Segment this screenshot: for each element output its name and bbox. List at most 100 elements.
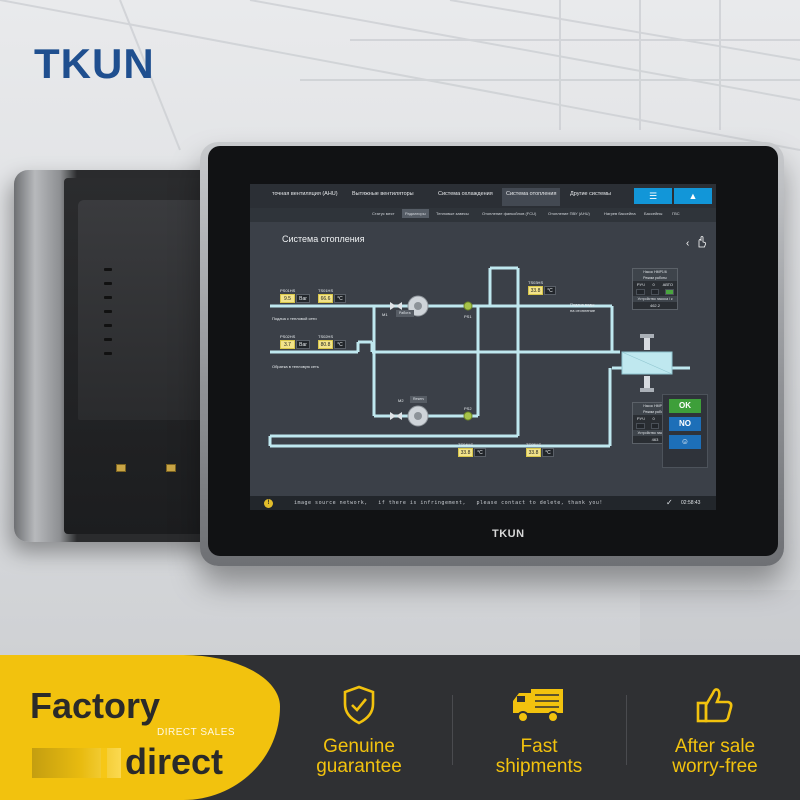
pressure-switch-ps2 — [463, 411, 473, 421]
factory-heading: Factory — [30, 685, 161, 726]
warning-icon[interactable]: ! — [264, 499, 273, 508]
pump-speed-value[interactable]: 462.2 — [649, 303, 660, 308]
sensor-unit: °C — [474, 448, 486, 457]
sensor-value: 33.8 — [528, 286, 543, 295]
bezel-logo: TKUN — [492, 528, 525, 540]
subtab-pool-heating[interactable]: Нагрев бассейна — [604, 211, 636, 216]
tab-heating[interactable]: Система отопления — [502, 188, 561, 206]
pump-panel-mode: Режим работы — [633, 409, 677, 415]
page-title: Система отопления — [282, 234, 365, 244]
indicator — [650, 423, 660, 429]
menu-button[interactable]: ☰ — [634, 188, 672, 204]
mode-off[interactable]: 0 — [652, 282, 655, 287]
pump-panel-mode-row: РУЧ 0 АВТО — [633, 281, 677, 288]
subtab-status[interactable]: Статус мест — [372, 211, 395, 216]
feature-fast-shipments: Fast shipments — [464, 685, 614, 777]
back-heatsink — [78, 200, 218, 420]
sensor-value: 33.8 — [526, 448, 541, 457]
pump-panel-indicators — [633, 288, 677, 296]
mode-auto[interactable]: АВТО — [662, 282, 674, 287]
subtab-radiators[interactable]: Радиаторы — [402, 209, 429, 218]
check-icon[interactable]: ✓ — [666, 498, 673, 507]
heat-exchanger — [621, 334, 673, 392]
truck-icon — [513, 689, 563, 723]
subtab-heat-curtains[interactable]: Тепловые завесы — [436, 211, 469, 216]
sensor-unit: °C — [334, 340, 346, 349]
vent-slot — [104, 310, 112, 313]
sensor-tag: TS04HS — [458, 442, 474, 447]
label-ps1: PS1 — [464, 314, 472, 319]
smile-icon[interactable]: ☺ — [669, 435, 701, 449]
indicator-running — [665, 289, 675, 295]
vent-slot — [104, 268, 112, 271]
alarm-button[interactable]: ▲ — [674, 188, 712, 204]
ok-button[interactable]: OK — [669, 399, 701, 413]
gradient-bar-accent — [101, 748, 107, 778]
feature-line1: After sale — [674, 736, 756, 757]
pump-speed-label: Устройство насоса / к — [633, 430, 677, 436]
indicator — [636, 289, 645, 295]
hmi-screen: точная вентиляция (AHU) Вытяжные вентиля… — [250, 184, 716, 510]
sub-nav: Статус мест Радиаторы Тепловые завесы От… — [250, 208, 716, 222]
pump-panel-title: Насос НМР1/6 — [633, 403, 677, 409]
pump-speed-label: Устройство насоса / к — [633, 296, 677, 302]
pump-status-m1[interactable]: Работа — [396, 310, 414, 317]
tab-cooling[interactable]: Система охлаждения — [438, 191, 493, 197]
divider — [452, 695, 453, 765]
tab-ahu[interactable]: точная вентиляция (AHU) — [272, 191, 338, 197]
touch-hand-icon[interactable] — [696, 236, 706, 248]
promo-banner: Factory DIRECT SALES direct Genuine guar… — [0, 655, 800, 800]
sensor-unit: Bar — [296, 340, 310, 349]
sensor-tag: TS01HS — [318, 288, 334, 293]
sensor-tag: TS03HS — [528, 280, 544, 285]
feature-line1: Genuine — [323, 736, 395, 757]
sensor-value: 33.8 — [458, 448, 473, 457]
feature-after-sale: After sale worry-free — [640, 685, 790, 777]
mode-off[interactable]: 0 — [652, 416, 655, 421]
tab-exhaust-fans[interactable]: Вытяжные вентиляторы — [352, 191, 414, 197]
feature-line1: Fast — [520, 736, 558, 757]
no-button[interactable]: NO — [669, 417, 701, 431]
connector-port — [116, 464, 126, 472]
pump-status-m2[interactable]: Reserv — [410, 396, 428, 403]
feature-line2: worry-free — [672, 756, 758, 777]
pressure-switch-ps1 — [463, 301, 473, 311]
pump-speed-value[interactable]: 463 — [651, 437, 659, 442]
sensor-tag: TS02HS — [318, 334, 334, 339]
sensor-value: 66.6 — [318, 294, 333, 303]
subtab-dhw[interactable]: ГВС — [672, 211, 680, 216]
sensor-value: 3.7 — [280, 340, 295, 349]
mode-hand[interactable]: РУЧ — [636, 416, 645, 421]
indicator — [650, 289, 660, 295]
back-arrow-icon[interactable]: ‹ — [686, 238, 690, 249]
gradient-bar — [32, 748, 121, 778]
sensor-unit: °C — [544, 286, 556, 295]
mode-hand[interactable]: РУЧ — [636, 282, 645, 287]
vent-slot — [104, 352, 112, 355]
pump-speed-row: 462.2 — [633, 302, 677, 309]
hamburger-icon: ☰ — [648, 191, 658, 201]
pump-m1 — [390, 295, 429, 317]
tab-other-systems[interactable]: Другие системы — [570, 191, 611, 197]
triangle-up-icon: ▲ — [688, 191, 698, 201]
feature-genuine-guarantee: Genuine guarantee — [284, 685, 434, 777]
sensor-value: 80.8 — [318, 340, 333, 349]
subtab-ahu-heating[interactable]: Отопление ПВУ (AHU) — [548, 211, 590, 216]
status-panel: OK NO ☺ — [662, 394, 708, 468]
subtab-pools[interactable]: Бассейны — [644, 211, 663, 216]
ceiling-structure — [0, 0, 800, 655]
pump-label-m1: M1 — [382, 312, 388, 317]
sensor-tag: TS05HS — [526, 442, 542, 447]
sensor-value: 9.5 — [280, 294, 295, 303]
feature-line2: guarantee — [316, 756, 402, 777]
direct-sales-caption: DIRECT SALES — [157, 727, 236, 738]
sensor-unit: Bar — [296, 294, 310, 303]
status-bar: ! image source network, if there is infr… — [250, 496, 716, 510]
vent-slot — [104, 282, 112, 285]
monitor-bezel: точная вентиляция (AHU) Вытяжные вентиля… — [208, 146, 778, 556]
label-supply-from-network: Подача с тепловой сети — [272, 316, 317, 321]
back-monitor — [14, 170, 224, 542]
brand-logo: TKUN — [34, 40, 155, 87]
subtab-fcu[interactable]: Отопление фанкойлов (FCU) — [482, 211, 537, 216]
pump-speed-row: 463 — [633, 436, 677, 443]
